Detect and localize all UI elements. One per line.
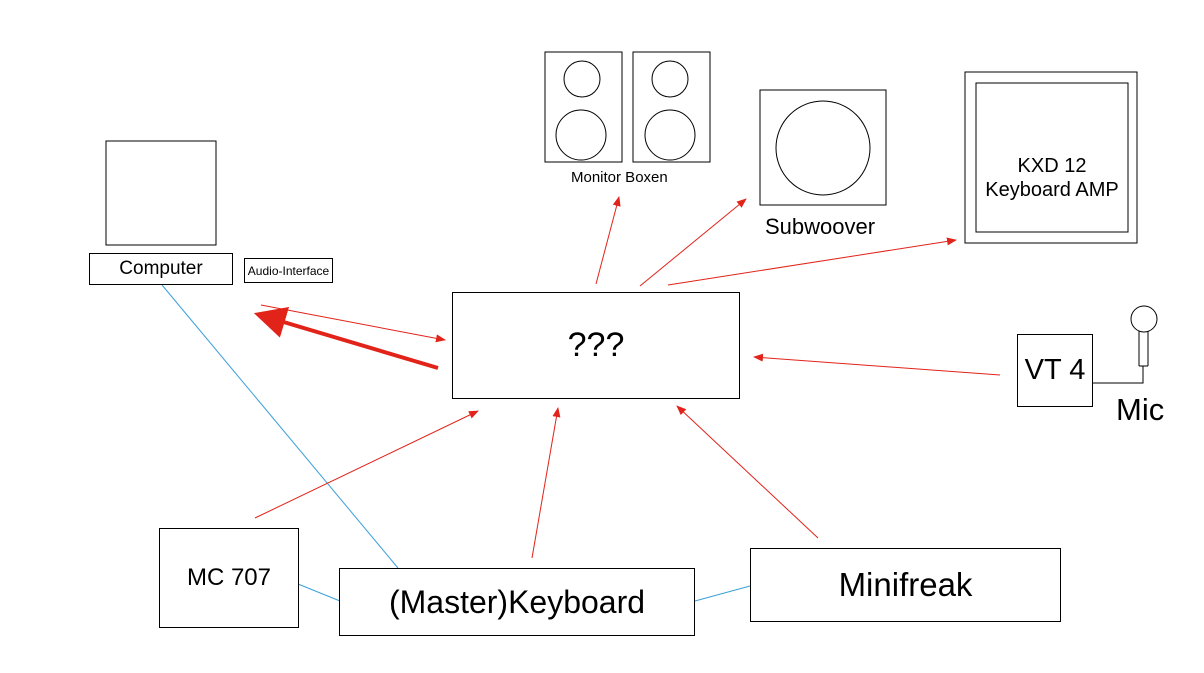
minifreak-box: Minifreak [750,548,1061,622]
computer-box: Computer [89,253,233,285]
arrow-keyboard-to-hub [531,407,561,559]
arrow-hub-to-monitors [595,196,621,285]
kxd12-label-line1: KXD 12 [1017,155,1087,177]
vt4-label: VT 4 [1024,354,1086,386]
vt4-box: VT 4 [1017,334,1093,407]
computer-label: Computer [119,258,203,279]
computer-screen-icon [105,140,217,246]
minifreak-label: Minifreak [838,566,973,603]
arrow-mc707-to-hub [254,410,479,519]
kxd12-label-line2: Keyboard AMP [985,179,1119,201]
kxd12-label: KXD 12 Keyboard AMP [976,154,1128,202]
arrow-interface-to-hub [260,304,446,343]
mc707-box: MC 707 [159,528,299,628]
master-keyboard-label: (Master)Keyboard [388,583,646,620]
audio-interface-label: Audio-Interface [247,263,330,278]
midi-line-keyboard-minifreak [694,585,751,602]
keyboard-amp-icon [964,71,1138,244]
monitor-speakers-icon [544,51,711,163]
mc707-label: MC 707 [186,564,272,591]
arrow-minifreak-to-hub [676,405,819,539]
midi-line-mc707-keyboard [297,583,341,602]
arrow-vt4-to-hub [753,353,1001,376]
microphone-icon [1093,305,1158,384]
master-keyboard-box: (Master)Keyboard [339,568,695,636]
subwoover-label: Subwoover [765,214,876,239]
mic-label: Mic [1116,392,1165,427]
audio-interface-box: Audio-Interface [244,258,333,283]
unknown-hub-box: ??? [452,292,740,399]
arrow-hub-to-computer-thick [253,306,439,370]
midi-line-computer-keyboard [161,284,399,569]
monitor-boxen-label: Monitor Boxen [571,169,668,186]
unknown-hub-label: ??? [567,326,625,364]
arrow-hub-to-kxd12 [667,237,957,286]
arrow-hub-to-subwoofer [639,198,747,287]
subwoofer-icon [759,89,887,206]
